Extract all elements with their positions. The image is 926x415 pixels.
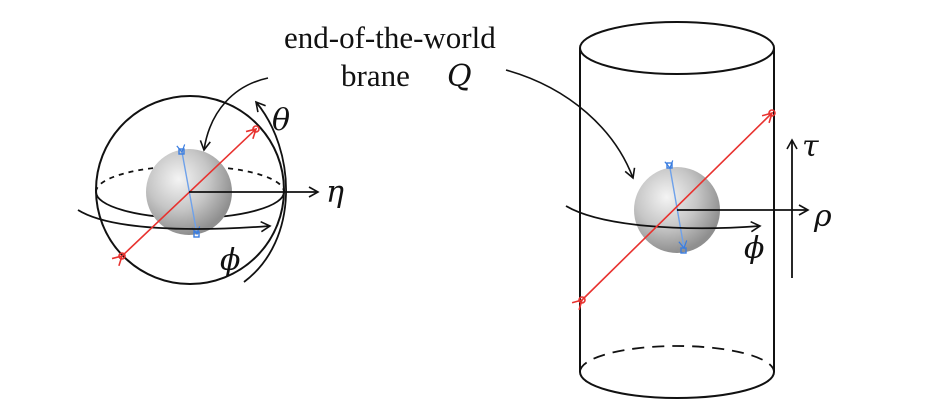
phi-label-left: ϕ — [220, 243, 240, 278]
caption-line2-text: brane — [341, 58, 410, 93]
theta-arc — [243, 100, 287, 283]
cylinder-top — [579, 21, 775, 75]
red-endpoint-bottom-right — [578, 296, 586, 304]
brane-pointer-left — [199, 77, 269, 152]
brane-pointer-right — [505, 69, 636, 180]
rho-label: ρ — [813, 199, 832, 234]
cylinder-bottom-back — [579, 345, 775, 373]
red-endpoint-top-right — [768, 109, 776, 117]
red-endpoint-top — [252, 125, 260, 133]
red-diagonal-arrow-right — [571, 111, 774, 311]
tau-label: τ — [802, 129, 819, 164]
phi-label-right: ϕ — [744, 231, 764, 266]
caption: end-of-the-world brane Q — [284, 20, 496, 94]
eta-label: η — [326, 175, 344, 210]
red-endpoint-bottom — [118, 252, 126, 260]
theta-label: θ — [272, 103, 290, 138]
blue-marker-top-right — [666, 162, 673, 169]
left-diagram: θ η ϕ — [77, 77, 344, 285]
right-diagram: τ ρ ϕ — [505, 21, 832, 399]
caption-symbol-Q: Q — [447, 59, 472, 94]
caption-line1: end-of-the-world — [284, 20, 496, 55]
cylinder-bottom-front — [579, 371, 775, 399]
